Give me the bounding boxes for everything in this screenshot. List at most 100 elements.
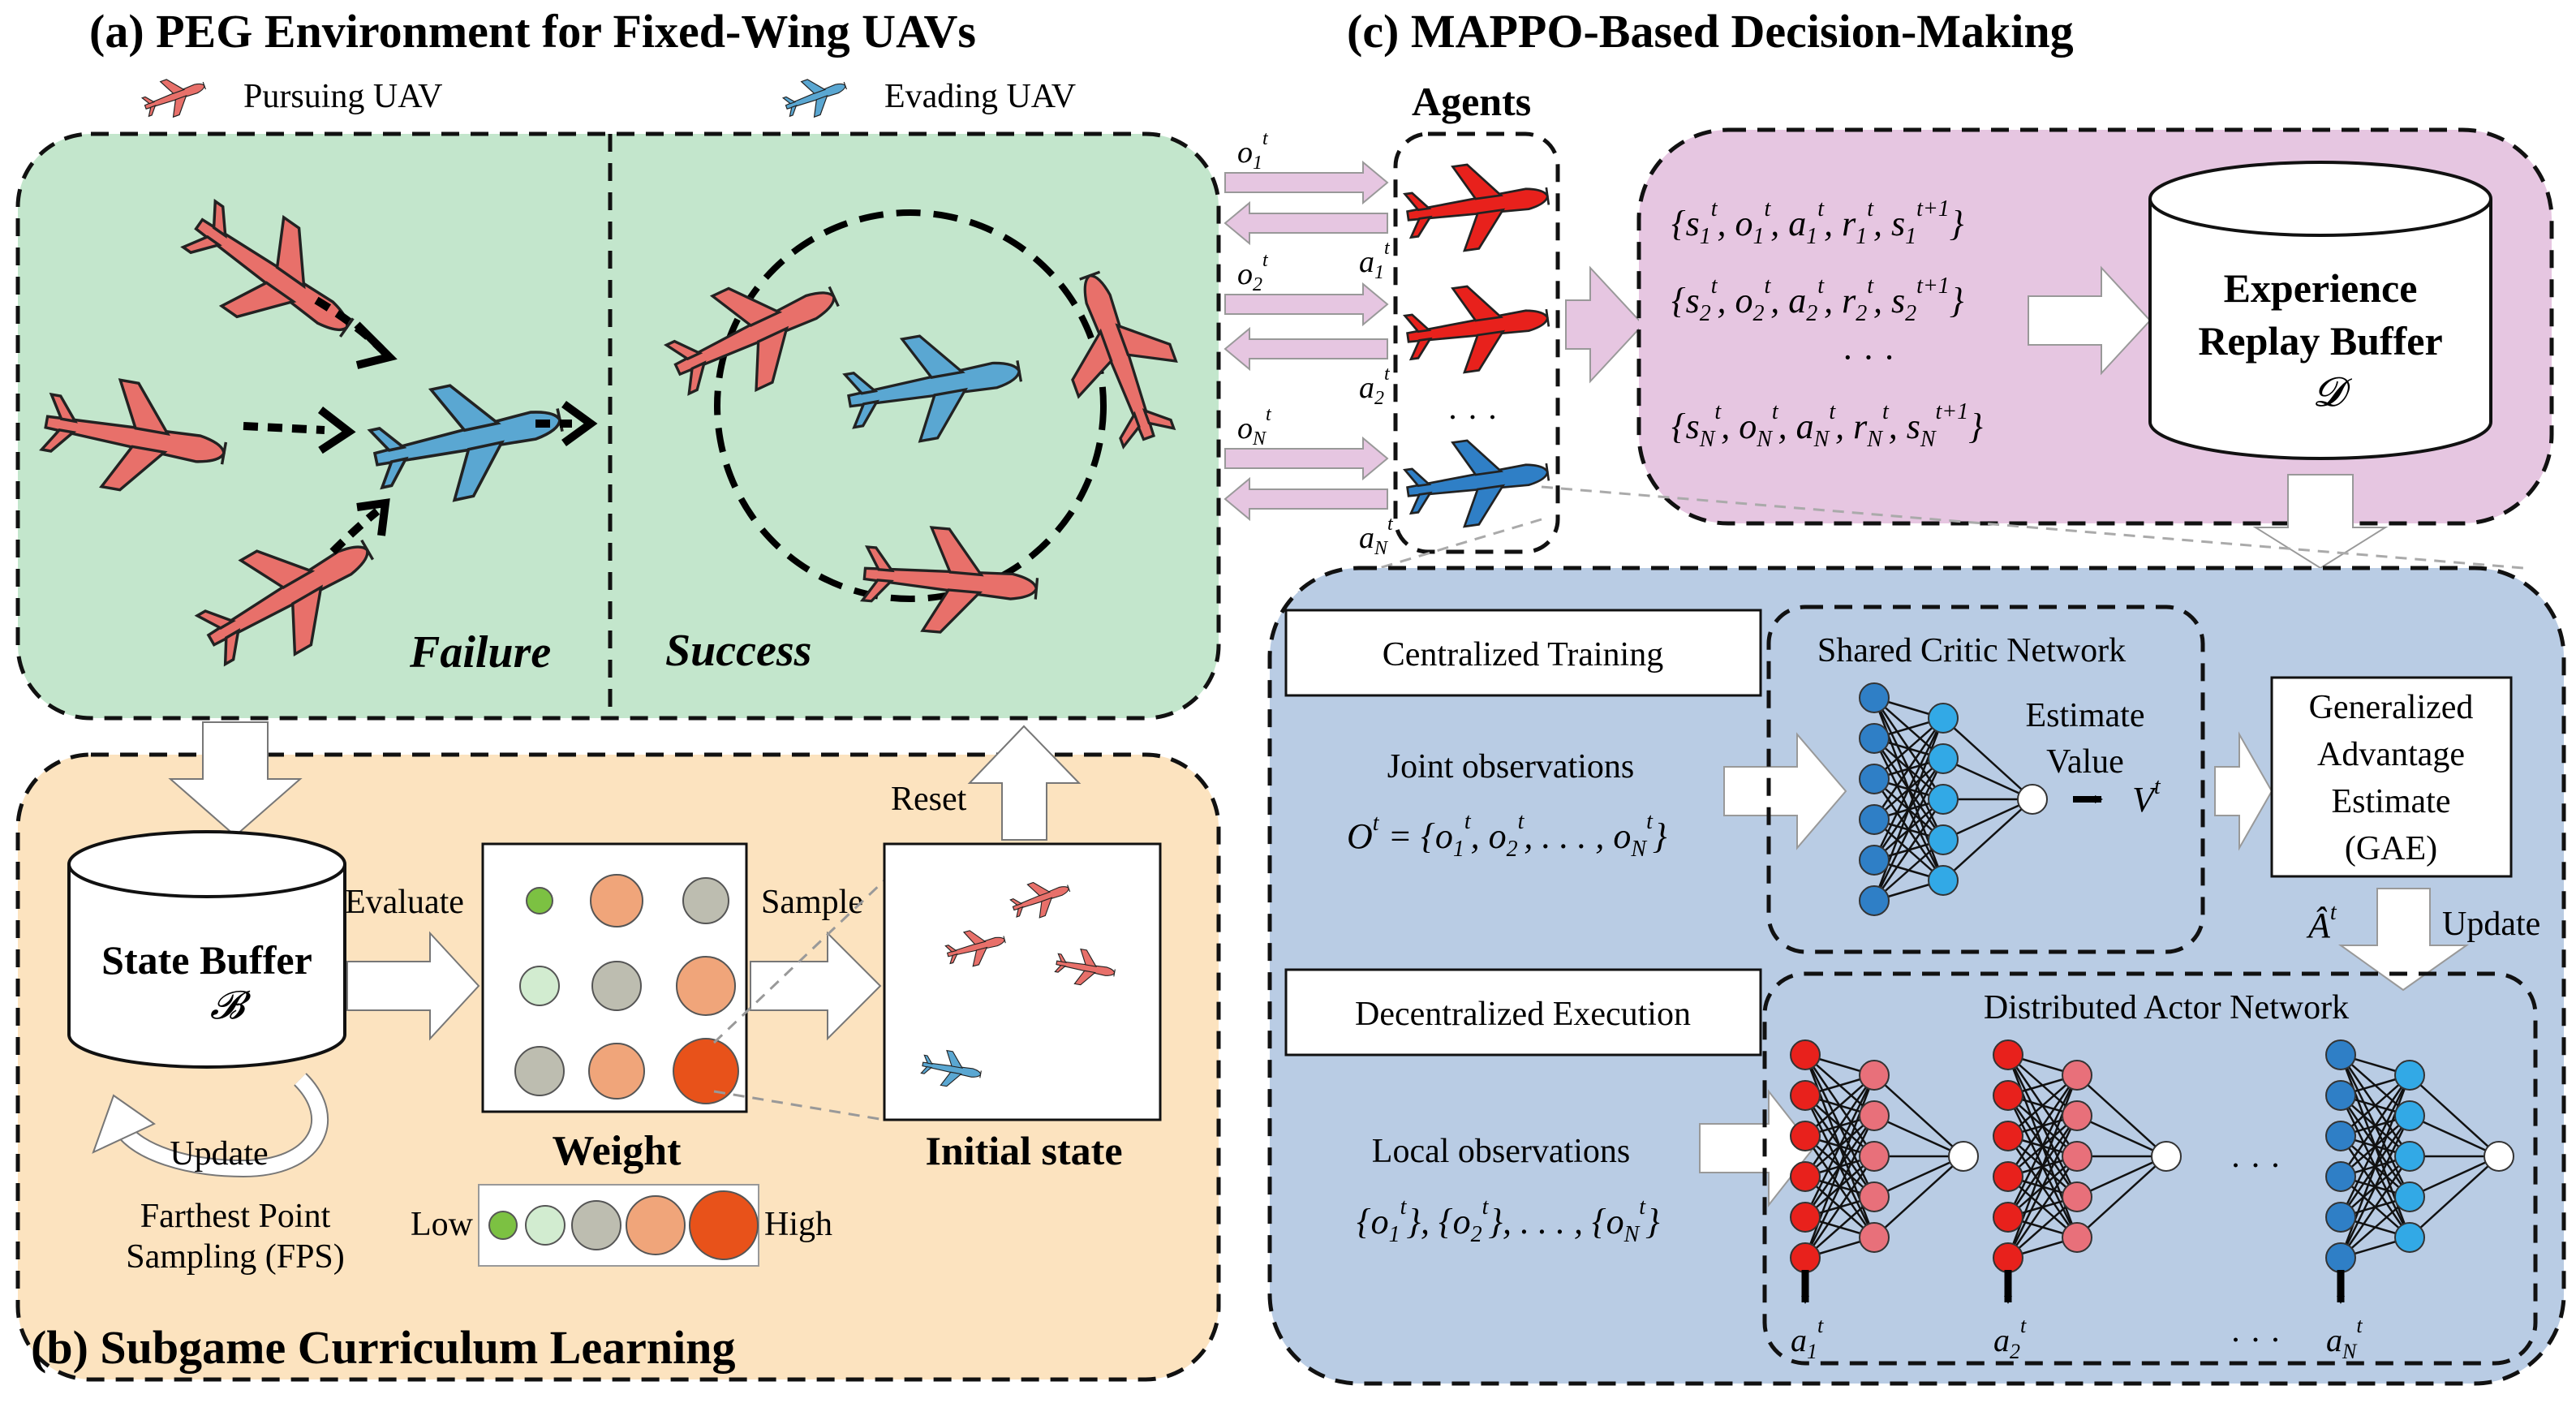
gae-label-3: Estimate [2332, 783, 2451, 820]
agents-label: Agents [1412, 79, 1531, 124]
reset-label: Reset [891, 781, 967, 818]
action-symbol: a2t [1359, 364, 1391, 409]
update-loop-arrow-inner [115, 1074, 328, 1177]
joint-obs-to-critic-arrow [1723, 732, 1847, 850]
update-label: Update [2442, 906, 2540, 943]
weight-dot [676, 956, 736, 1016]
legend-dot [525, 1205, 566, 1246]
decentralized-execution-label: Decentralized Execution [1355, 996, 1691, 1033]
neuron [1928, 703, 1959, 734]
action-symbol: aNt [1359, 514, 1394, 559]
gae-label-4: (GAE) [2345, 830, 2437, 867]
neuron [1859, 682, 1890, 713]
neuron [1790, 1121, 1821, 1151]
action-ellipsis: · · · [2230, 1322, 2281, 1359]
fps-label-1: Farthest Point [140, 1198, 331, 1235]
weight-label: Weight [553, 1128, 682, 1174]
svg-text:· · ·: · · · [1842, 338, 1895, 377]
weight-grid-dots [514, 874, 739, 1104]
estimate-value-label-2: Value [2046, 743, 2124, 781]
experience-label-1: Experience [2224, 265, 2418, 311]
panel-c-title: (c) MAPPO-Based Decision-Making [1347, 5, 2074, 58]
state-buffer-label: State Buffer [101, 937, 312, 983]
failure-scene: Failure [36, 178, 598, 689]
trajectory-arrow-head [317, 407, 356, 454]
critic-network [1859, 682, 2048, 916]
neuron [1859, 1222, 1890, 1253]
experience-replay-buffer: Experience Replay Buffer 𝓓 [2148, 161, 2492, 460]
legend-pursuer: Pursuing UAV [138, 67, 442, 126]
local-observations-formula: {o1t}, {o2t}, . . . , {oNt} [1357, 1194, 1660, 1247]
neuron [2062, 1141, 2092, 1172]
observation-arrow [1224, 436, 1389, 481]
tuples-to-buffer-arrow [2028, 265, 2152, 376]
trajectory-arrow [329, 508, 381, 555]
trajectory-arrow [243, 422, 325, 434]
weight-dot [526, 887, 553, 915]
evaluate-arrow [346, 931, 480, 1041]
trajectory-arrow-head [354, 321, 398, 369]
success-scene: Success [654, 209, 1199, 676]
shared-critic-box [1766, 605, 2205, 954]
panel-a-box [15, 131, 1221, 721]
legend-dot [488, 1211, 518, 1240]
weight-dot [673, 1038, 739, 1104]
neuron [2062, 1100, 2092, 1131]
neuron [1993, 1121, 2023, 1151]
weight-dot [591, 961, 642, 1011]
gae-label-1: Generalized [2309, 689, 2474, 726]
observation-symbol: oNt [1237, 404, 1272, 450]
capture-circle [714, 209, 1107, 602]
neuron [1790, 1242, 1821, 1273]
neuron [1790, 1161, 1821, 1192]
flow-arrow-down [168, 721, 303, 837]
actor-ellipsis: · · · [2230, 1147, 2281, 1185]
neuron [1859, 804, 1890, 835]
trajectory-arrow-head [561, 400, 598, 447]
output-neuron [1948, 1141, 1979, 1172]
neuron [1859, 723, 1890, 754]
weight-dot [682, 877, 729, 924]
neuron [2062, 1181, 2092, 1212]
local-observations-label: Local observations [1372, 1133, 1630, 1170]
fps-label-2: Sampling (FPS) [126, 1238, 345, 1276]
agents-to-replay-arrow [1565, 265, 1645, 384]
legend-pursuer-label: Pursuing UAV [243, 78, 442, 115]
weight-dot [590, 874, 643, 927]
trajectory-arrow-head [356, 498, 390, 536]
neuron [1928, 824, 1959, 855]
observation-arrow [1224, 282, 1389, 327]
joint-observations-label: Joint observations [1387, 748, 1634, 785]
gae-update-arrow [2337, 888, 2470, 992]
neuron [1859, 1141, 1890, 1172]
neuron [2325, 1202, 2356, 1233]
observation-symbol: o2t [1237, 250, 1269, 295]
neuron [1790, 1039, 1821, 1070]
weight-low-label: Low [411, 1206, 474, 1243]
state-buffer: State Buffer 𝓑 [67, 830, 346, 1069]
neuron [1993, 1039, 2023, 1070]
observation-symbol: o1t [1237, 128, 1269, 174]
weight-high-label: High [764, 1206, 832, 1243]
neuron [2394, 1141, 2425, 1172]
gae-label-2: Advantage [2317, 736, 2465, 773]
success-label: Success [665, 626, 811, 676]
weight-dot [588, 1043, 645, 1100]
neuron [1993, 1161, 2023, 1192]
output-neuron [2151, 1141, 2182, 1172]
neuron [2394, 1222, 2425, 1253]
distributed-actor-box [1762, 971, 2538, 1366]
panel-a-title: (a) PEG Environment for Fixed-Wing UAVs [89, 5, 976, 58]
centralized-training-label: Centralized Training [1383, 636, 1663, 674]
critic-to-gae-arrow [2214, 731, 2273, 851]
legend-evader-label: Evading UAV [884, 78, 1076, 115]
neuron [2394, 1181, 2425, 1212]
fps-update-label: Update [170, 1135, 268, 1173]
centralized-training-box [1284, 609, 1762, 697]
weight-legend-dots [488, 1190, 759, 1260]
failure-label: Failure [409, 627, 551, 678]
action-arrow [1223, 326, 1388, 372]
neuron [1859, 764, 1890, 794]
zoom-line [712, 879, 886, 1044]
